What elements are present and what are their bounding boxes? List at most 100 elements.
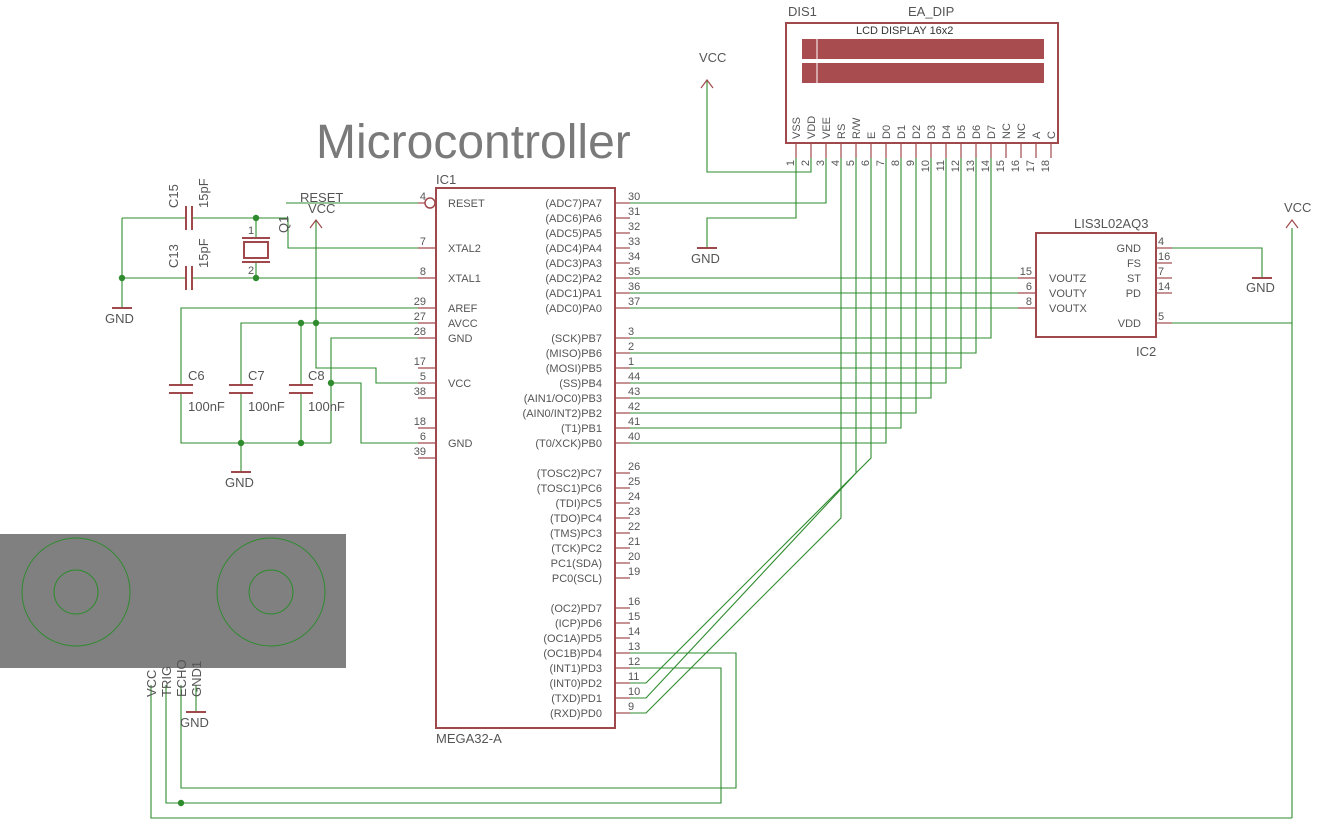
wires — [121, 80, 1293, 819]
ic1-pin-16: 16(OC2)PD7 — [551, 596, 641, 615]
ic1-mega32: IC1 MEGA32-A 4RESET7XTAL28XTAL129AREF27A… — [414, 172, 641, 746]
svg-text:30: 30 — [628, 191, 640, 203]
ic2-value: LIS3L02AQ3 — [1074, 216, 1148, 231]
svg-text:E: E — [866, 132, 878, 139]
svg-text:PC0(SCL): PC0(SCL) — [552, 573, 602, 585]
svg-text:(T1)PB1: (T1)PB1 — [561, 423, 602, 435]
svg-text:31: 31 — [628, 206, 640, 218]
svg-text:34: 34 — [628, 251, 640, 263]
lcd-pin-18: 18C — [1040, 131, 1058, 172]
svg-text:16: 16 — [1010, 160, 1022, 172]
svg-text:9: 9 — [628, 701, 634, 713]
svg-text:14: 14 — [980, 160, 992, 172]
ic1-pin-18: 18 — [414, 416, 436, 429]
svg-text:(ADC5)PA5: (ADC5)PA5 — [545, 228, 602, 240]
ic2-pin-7: 7ST — [1127, 266, 1172, 285]
svg-text:17: 17 — [1025, 160, 1037, 172]
svg-text:1: 1 — [248, 225, 254, 237]
svg-text:15: 15 — [628, 611, 640, 623]
ic1-pin-26: 26(TOSC2)PC7 — [537, 461, 640, 480]
svg-text:D2: D2 — [911, 125, 923, 139]
ic1-pin-10: 10(TXD)PD1 — [551, 686, 640, 705]
junction-dots — [118, 214, 335, 807]
svg-text:4: 4 — [830, 160, 842, 166]
ic1-pin-12: 12(INT1)PD3 — [549, 656, 640, 675]
ic1-pin-41: 41 (T1)PB1 — [561, 416, 640, 435]
svg-text:2: 2 — [800, 160, 812, 166]
ground-symbol: GND — [105, 307, 134, 326]
vcc-symbol: VCC — [699, 50, 726, 89]
svg-text:100nF: 100nF — [248, 399, 285, 414]
ic1-pin-35: 35(ADC2)PA2 — [545, 266, 640, 285]
svg-text:VOUTX: VOUTX — [1049, 303, 1088, 315]
sensor-transducer-right — [216, 537, 326, 647]
svg-text:20: 20 — [628, 551, 640, 563]
vcc-symbol: VCC — [308, 201, 335, 229]
svg-text:41: 41 — [628, 416, 640, 428]
svg-text:16: 16 — [628, 596, 640, 608]
svg-text:6: 6 — [860, 160, 872, 166]
ic1-pin-31: 31(ADC6)PA6 — [545, 206, 640, 225]
svg-text:VCC: VCC — [308, 201, 335, 216]
svg-text:2: 2 — [248, 265, 254, 277]
svg-text:(TDO)PC4: (TDO)PC4 — [550, 513, 602, 525]
svg-text:28: 28 — [414, 326, 426, 338]
svg-text:XTAL2: XTAL2 — [448, 243, 481, 255]
lcd-screen-row1 — [802, 39, 1044, 59]
svg-text:13: 13 — [965, 160, 977, 172]
svg-text:VCC: VCC — [448, 378, 471, 390]
capacitor-c7: C7 100nF — [229, 368, 285, 414]
svg-text:(T0/XCK)PB0: (T0/XCK)PB0 — [535, 438, 602, 450]
svg-text:(ICP)PD6: (ICP)PD6 — [555, 618, 602, 630]
ic1-pin-34: 34(ADC3)PA3 — [545, 251, 640, 270]
svg-text:15: 15 — [1020, 266, 1032, 278]
ic1-value: MEGA32-A — [436, 731, 502, 746]
svg-text:ST: ST — [1127, 273, 1141, 285]
svg-text:PD: PD — [1126, 288, 1141, 300]
ic1-pin-13: 13(OC1B)PD4 — [543, 641, 640, 660]
ic1-pin-39: 39 — [414, 446, 436, 459]
ic1-pin-37: 37(ADC0)PA0 — [545, 296, 640, 315]
svg-text:14: 14 — [1158, 281, 1170, 293]
lcd-display-dis1: LCD DISPLAY 16x2 DIS1 EA_DIP 1VSS2VDD3VE… — [785, 4, 1059, 172]
svg-text:10: 10 — [628, 686, 640, 698]
svg-text:38: 38 — [414, 386, 426, 398]
svg-text:D1: D1 — [896, 125, 908, 139]
svg-text:9: 9 — [905, 160, 917, 166]
svg-text:18: 18 — [414, 416, 426, 428]
svg-text:VEE: VEE — [821, 117, 833, 139]
svg-text:GND: GND — [180, 715, 209, 730]
svg-text:VSS: VSS — [791, 117, 803, 139]
svg-text:16: 16 — [1158, 251, 1170, 263]
svg-text:23: 23 — [628, 506, 640, 518]
ultrasonic-sensor: VCC TRIG ECHO GND1 — [0, 534, 346, 697]
svg-text:C7: C7 — [248, 368, 265, 383]
svg-text:GND: GND — [225, 475, 254, 490]
svg-text:(SS)PB4: (SS)PB4 — [559, 378, 602, 390]
ic1-pin-38: 38 — [414, 386, 436, 399]
svg-text:5: 5 — [420, 371, 426, 383]
svg-text:GND: GND — [448, 333, 473, 345]
svg-text:C15: C15 — [166, 184, 181, 208]
svg-text:FS: FS — [1127, 258, 1141, 270]
ic1-pin-11: 11(INT0)PD2 — [549, 671, 639, 690]
ic1-pin-44: 44(SS)PB4 — [559, 371, 640, 390]
svg-text:NC: NC — [1016, 123, 1028, 139]
svg-text:R/W: R/W — [851, 117, 863, 139]
svg-text:10: 10 — [920, 160, 932, 172]
svg-text:A: A — [1031, 131, 1043, 139]
lcd-pin-17: 17 A — [1025, 131, 1043, 172]
svg-text:29: 29 — [414, 296, 426, 308]
svg-text:18: 18 — [1040, 160, 1052, 172]
lcd-pin-6: 6E — [860, 132, 878, 166]
